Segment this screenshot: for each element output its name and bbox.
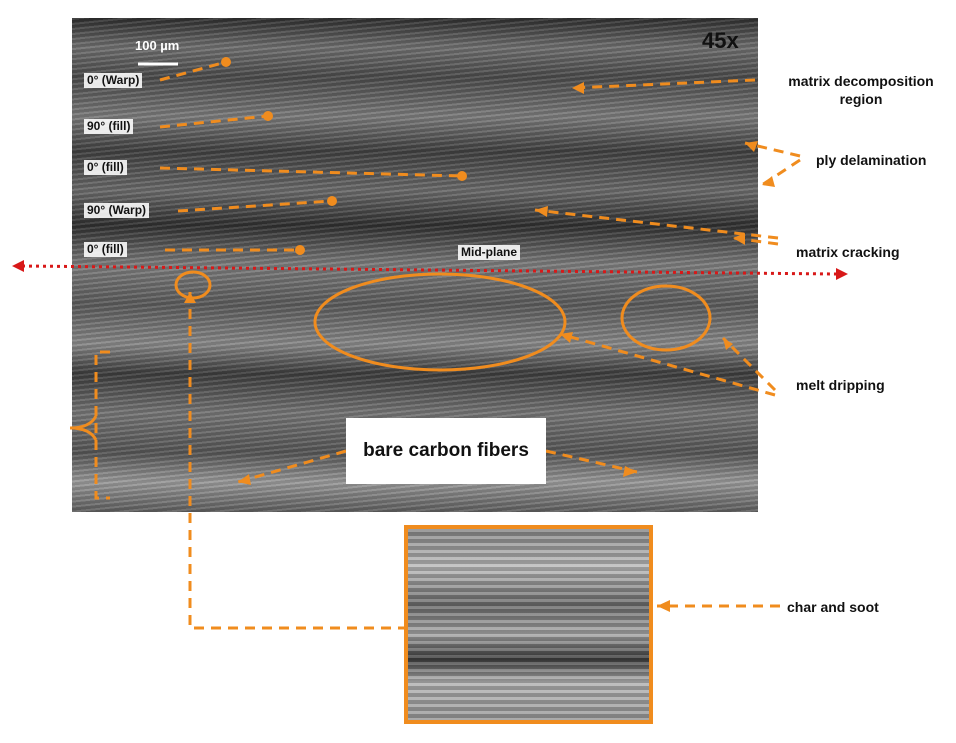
char-ellipse	[174, 270, 212, 300]
ply-label-2: 90° (fill)	[84, 119, 134, 134]
magnification-label: 45x	[702, 28, 739, 53]
ply-pointer-4	[177, 199, 333, 213]
delam-bracket-tip	[69, 415, 98, 441]
ply-pointer-2	[159, 114, 269, 129]
melt-arrow-2	[721, 336, 777, 392]
melt-dripping-label: melt dripping	[796, 377, 885, 393]
bare-arrow-1	[237, 449, 347, 484]
ply-label-1: 0° (Warp)	[84, 73, 143, 88]
decomp-arrow	[571, 78, 756, 90]
bare-carbon-fibers-label: bare carbon fibers	[346, 418, 546, 484]
ply-pointer-1	[159, 60, 227, 82]
matrix-decomposition-label: matrix decomposition region	[788, 73, 934, 107]
char-leader	[188, 292, 404, 630]
ply-delamination-label: ply delamination	[816, 152, 927, 168]
char-and-soot-label: char and soot	[787, 599, 879, 615]
melt-arrow-1	[559, 332, 776, 397]
delam-bracket	[94, 350, 110, 500]
ply-label-5: 0° (fill)	[84, 242, 127, 257]
ply-label-4: 90° (Warp)	[84, 203, 150, 218]
bare-arrow-2	[545, 449, 638, 474]
delam-arrow-1	[744, 141, 801, 158]
mid-plane-label: Mid-plane	[458, 245, 520, 260]
crack-arrow-1	[534, 208, 779, 240]
inset-micrograph	[404, 525, 653, 724]
ply-label-3: 0° (fill)	[84, 160, 127, 175]
melt-ellipse-small	[620, 284, 712, 352]
mid-plane-line	[21, 264, 837, 276]
matrix-cracking-label: matrix cracking	[796, 244, 900, 260]
melt-ellipse-large	[313, 272, 567, 372]
scale-bar-label: 100 µm	[135, 38, 180, 53]
ply-pointer-3	[159, 166, 463, 178]
